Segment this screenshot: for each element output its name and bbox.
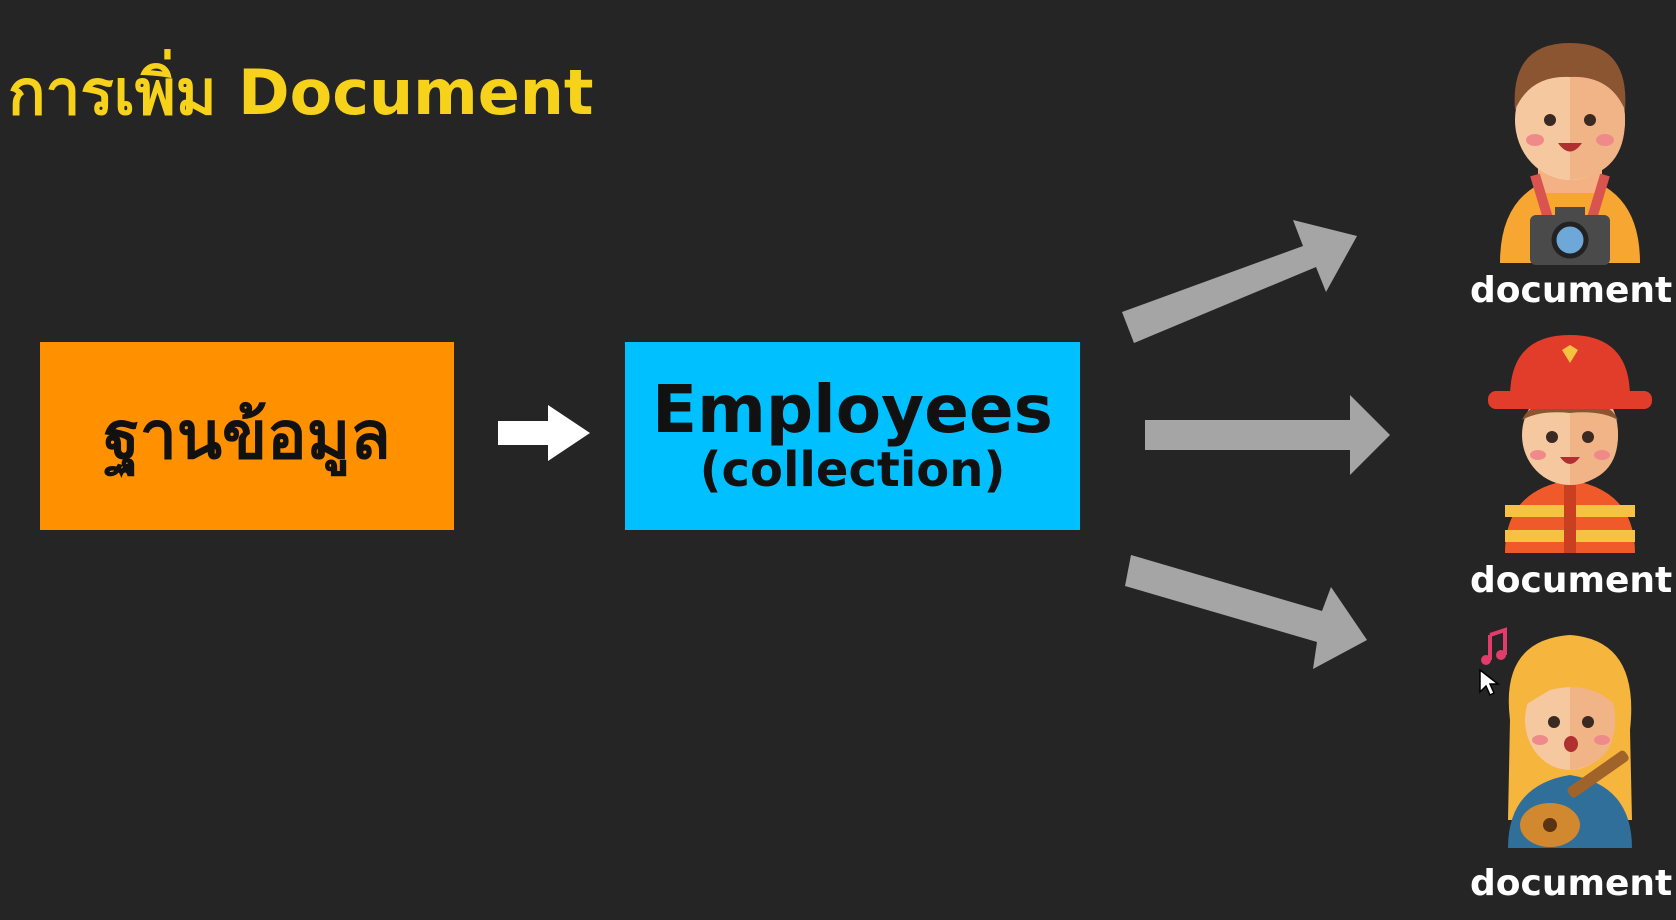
firefighter-avatar-icon	[1488, 335, 1652, 553]
collection-subtitle: (collection)	[699, 442, 1006, 499]
mouse-cursor-icon	[1479, 668, 1500, 697]
arrow-to-document-1	[1122, 220, 1357, 343]
document-item-2: document	[1470, 325, 1673, 625]
slide-title: การเพิ่ม Document	[8, 56, 594, 129]
arrow-to-document-2	[1145, 395, 1390, 475]
arrow-to-document-3	[1125, 555, 1367, 669]
document-item-3: document	[1470, 620, 1673, 920]
collection-box: Employees (collection)	[625, 342, 1080, 530]
collection-title: Employees	[652, 370, 1053, 448]
document-item-1: document	[1470, 15, 1673, 315]
database-box: ฐานข้อมูล	[40, 342, 454, 530]
database-label: ฐานข้อมูล	[103, 396, 391, 474]
photographer-avatar-icon	[1500, 43, 1640, 265]
document-label-2: document	[1470, 560, 1673, 601]
musician-avatar-icon	[1481, 627, 1632, 848]
db-to-collection-arrow	[498, 405, 590, 461]
document-label-3: document	[1470, 863, 1673, 904]
document-label-1: document	[1470, 270, 1673, 311]
